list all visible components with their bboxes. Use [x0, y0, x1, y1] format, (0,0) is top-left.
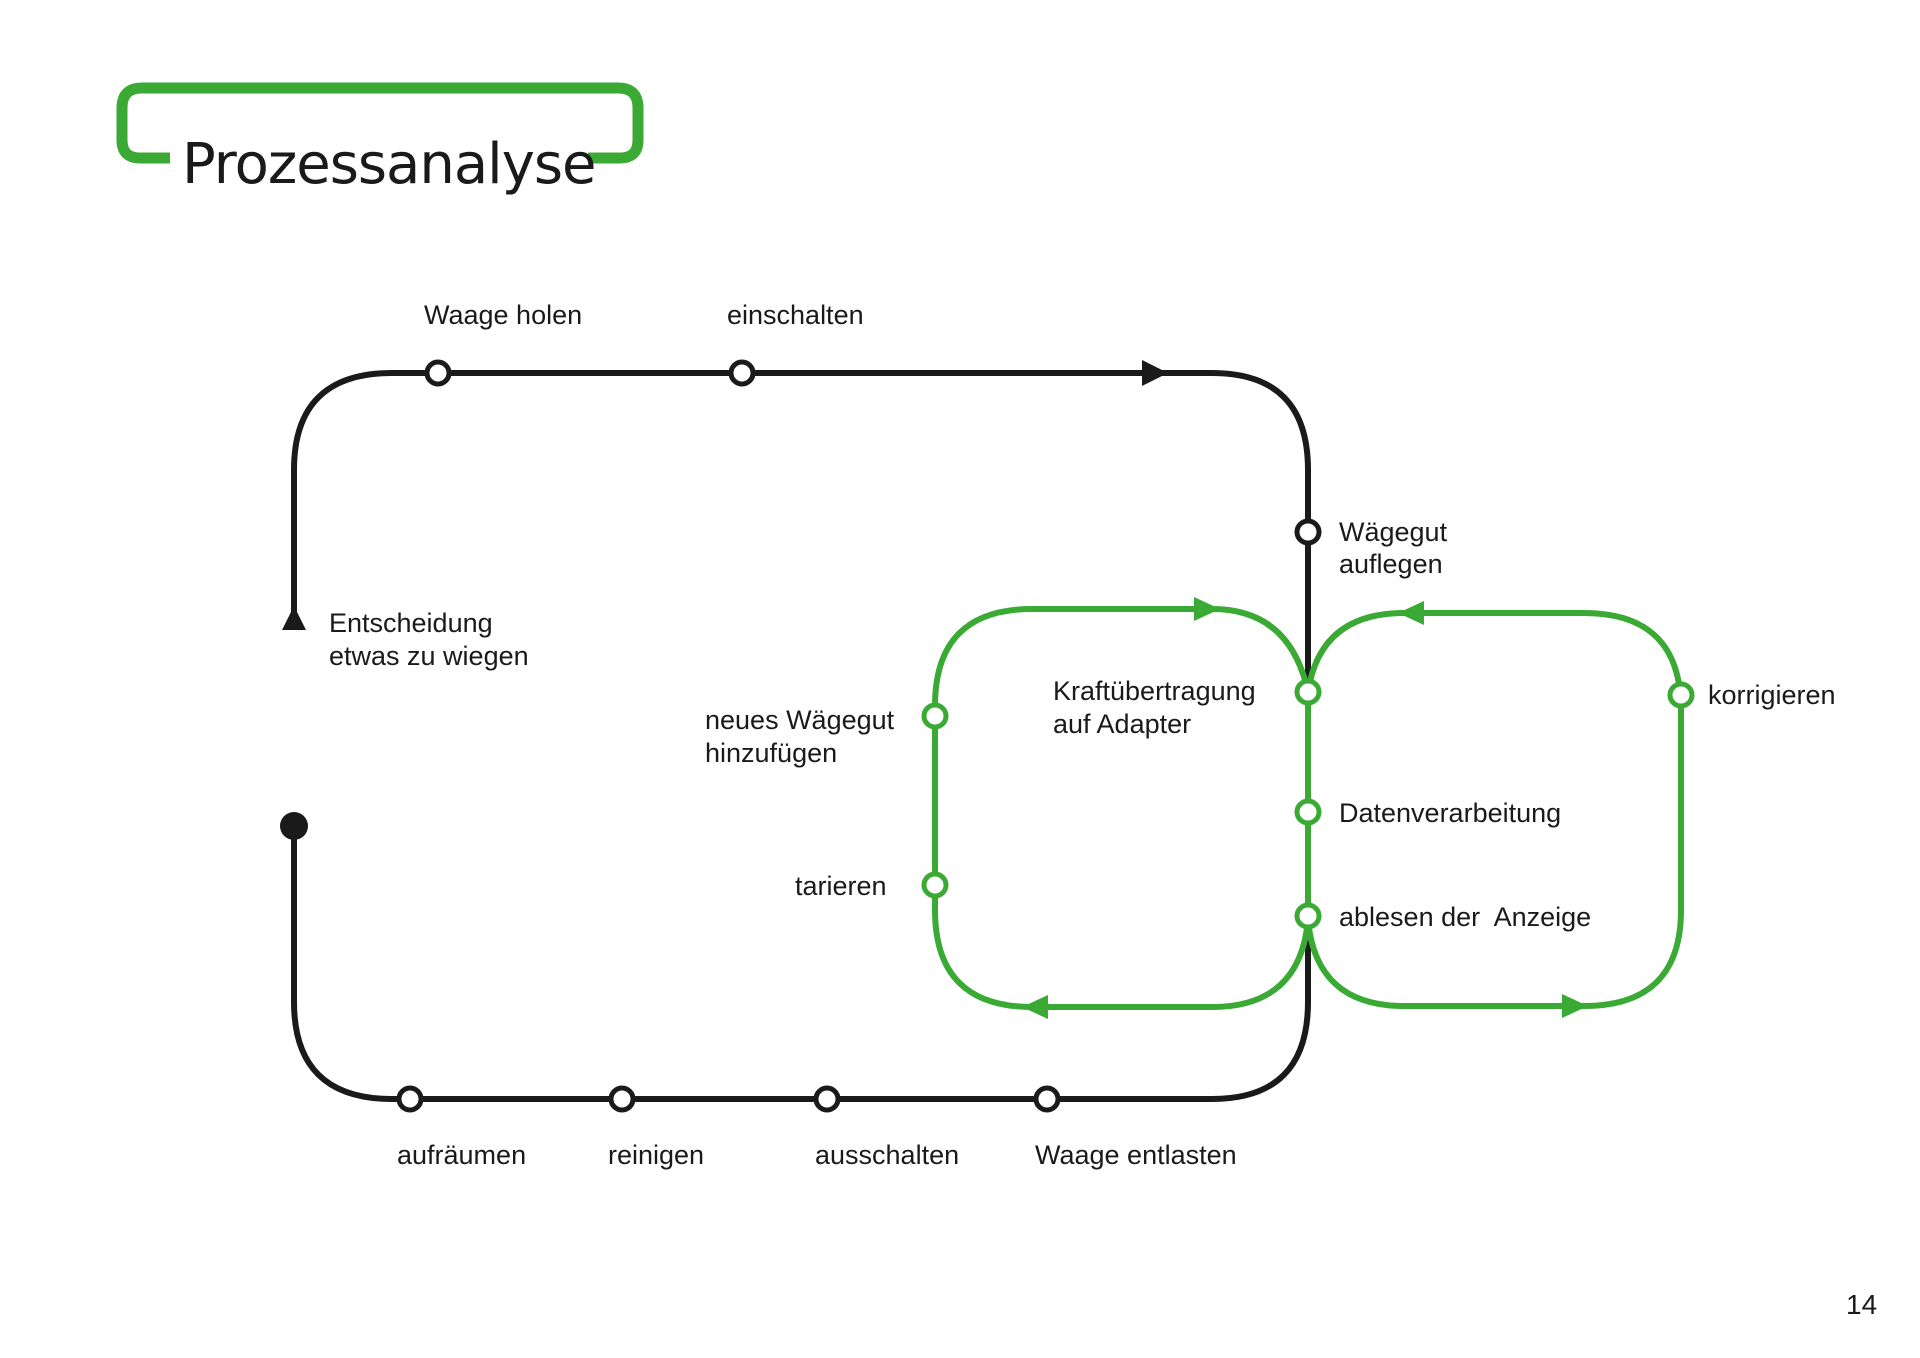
label-tarieren: tarieren [795, 871, 887, 901]
station-tarieren[interactable] [921, 871, 949, 899]
loop-right-line [1305, 610, 1684, 1009]
label-datenverarbeitung: Datenverarbeitung [1339, 798, 1561, 828]
station-waage-entlasten[interactable] [1033, 1085, 1061, 1113]
station-reinigen[interactable] [608, 1085, 636, 1113]
label-ablesen-anzeige: ablesen der Anzeige [1339, 902, 1591, 932]
station-datenverarbeitung[interactable] [1294, 798, 1322, 826]
loop-right-arrow-bottom-icon [1562, 994, 1588, 1018]
station-ablesen-anzeige[interactable] [1294, 902, 1322, 930]
label-neues-line2: hinzufügen [705, 738, 837, 768]
label-reinigen: reinigen [608, 1140, 704, 1170]
loop-left-arrow-top-icon [1194, 597, 1220, 621]
station-aufraeumen[interactable] [396, 1085, 424, 1113]
label-aufraeumen: aufräumen [397, 1140, 526, 1170]
station-waage-holen[interactable] [424, 359, 452, 387]
direction-arrow-icon [1142, 360, 1168, 386]
station-waegegut-auflegen[interactable] [1294, 518, 1322, 546]
start-triangle-icon [282, 606, 306, 630]
station-korrigieren[interactable] [1667, 681, 1695, 709]
label-waegegut-line2: auflegen [1339, 549, 1443, 579]
title-frame [116, 82, 644, 164]
loop-left-line [932, 606, 1311, 1010]
page-title: Prozessanalyse [182, 132, 596, 197]
label-waage-holen: Waage holen [424, 300, 582, 330]
station-neues-waegegut[interactable] [921, 702, 949, 730]
label-neues-line1: neues Wägegut [705, 705, 895, 735]
loop-right-arrow-top-icon [1398, 601, 1424, 625]
label-start-line1: Entscheidung [329, 608, 493, 638]
label-korrigieren: korrigieren [1708, 680, 1836, 710]
end-dot-icon [280, 812, 308, 840]
page-number: 14 [1846, 1289, 1877, 1320]
label-waegegut-line1: Wägegut [1339, 517, 1448, 547]
loop-left-arrow-bottom-icon [1022, 995, 1048, 1019]
label-waage-entlasten: Waage entlasten [1035, 1140, 1237, 1170]
label-einschalten: einschalten [727, 300, 864, 330]
station-einschalten[interactable] [728, 359, 756, 387]
label-ausschalten: ausschalten [815, 1140, 959, 1170]
label-kraft-line1: Kraftübertragung [1053, 676, 1256, 706]
label-kraft-line2: auf Adapter [1053, 709, 1191, 739]
station-kraftuebertragung[interactable] [1294, 678, 1322, 706]
station-ausschalten[interactable] [813, 1085, 841, 1113]
label-start-line2: etwas zu wiegen [329, 641, 529, 671]
